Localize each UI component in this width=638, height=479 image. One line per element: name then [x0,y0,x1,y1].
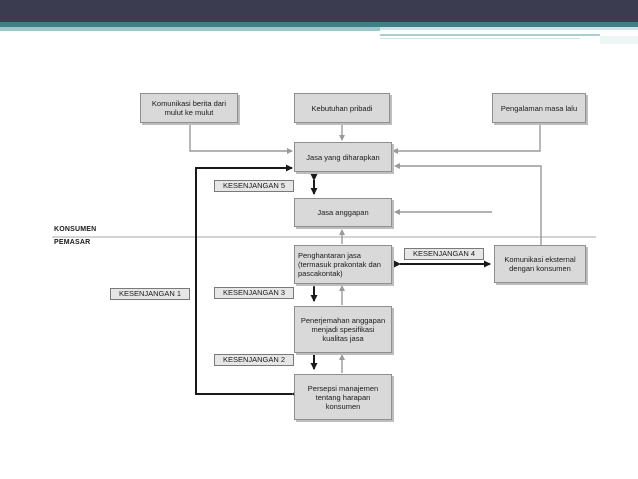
arrow-external-to-expected [394,163,542,245]
word-of-mouth-box: Komunikasi berita dari mulut ke mulut [140,93,238,123]
header-stripe [380,38,580,39]
management-perception-label: Persepsi manajemen tentang harapan konsu… [307,383,379,411]
header-stripe [600,36,638,44]
word-of-mouth-label: Komunikasi berita dari mulut ke mulut [151,99,227,117]
expected-service-box: Jasa yang diharapkan [294,142,392,172]
consumer-section-label: KONSUMEN [54,226,97,233]
header-stripe [380,27,638,30]
header-stripe [380,34,600,36]
arrow-past-experience [392,123,541,154]
arrow-word-of-mouth [189,123,293,154]
translation-label: Penerjemahan anggapan menjadi spesifikas… [300,316,386,343]
gap5-label: KESENJANGAN 5 [214,180,294,192]
perceived-service-box: Jasa anggapan [294,198,392,227]
expected-service-label: Jasa yang diharapkan [306,152,380,162]
translation-box: Penerjemahan anggapan menjadi spesifikas… [294,306,392,353]
gap1-label: KESENJANGAN 1 [110,288,190,300]
gap4-label: KESENJANGAN 4 [404,248,484,260]
past-experience-box: Pengalaman masa lalu [492,93,586,123]
external-communication-box: Komunikasi eksternal dengan konsumen [494,245,586,283]
gap2-label: KESENJANGAN 2 [214,354,294,366]
perceived-service-label: Jasa anggapan [317,208,369,217]
external-communication-label: Komunikasi eksternal dengan konsumen [504,255,576,273]
gap3-label: KESENJANGAN 3 [214,287,294,299]
marketer-section-label: PEMASAR [54,239,91,246]
service-delivery-box: Penghantaran jasa (termasuk prakontak da… [294,245,392,284]
header-stripe [0,22,638,27]
management-perception-box: Persepsi manajemen tentang harapan konsu… [294,374,392,420]
slide-header-bar [0,0,638,22]
personal-needs-box: Kebutuhan pribadi [294,93,390,123]
header-stripe [0,27,380,31]
service-delivery-label: Penghantaran jasa (termasuk prakontak da… [298,251,381,278]
personal-needs-label: Kebutuhan pribadi [311,103,373,113]
gap1-arrow [195,164,298,398]
past-experience-label: Pengalaman masa lalu [500,103,578,113]
